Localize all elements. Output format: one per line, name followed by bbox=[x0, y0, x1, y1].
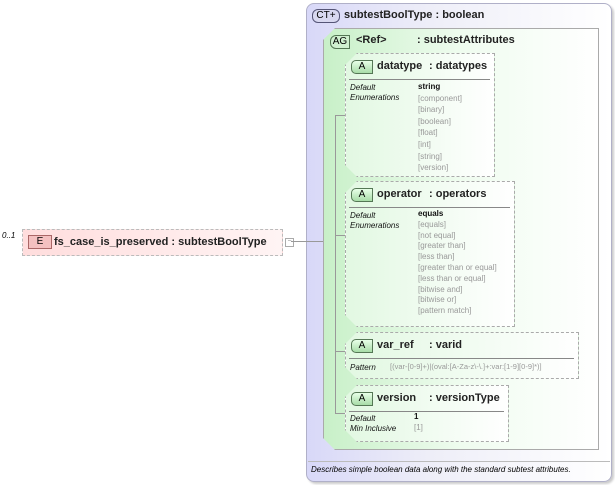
attribute-badge: A bbox=[351, 60, 373, 74]
connector bbox=[291, 241, 306, 242]
description: Describes simple boolean data along with… bbox=[311, 465, 571, 474]
enum-value: [pattern match] bbox=[418, 306, 472, 316]
attribute-type: : varid bbox=[429, 339, 463, 351]
enum-value: [component] bbox=[418, 93, 463, 103]
facet-label: Min Inclusive bbox=[350, 424, 397, 433]
attribute-group-type: : subtestAttributes bbox=[417, 34, 515, 46]
attribute-var-ref[interactable]: A var_ref : varid Pattern [(var-[0-9]+)|… bbox=[345, 332, 579, 379]
min-inclusive-value: [1] bbox=[414, 422, 423, 432]
attribute-badge: A bbox=[351, 392, 373, 406]
facet-label: Enumerations bbox=[350, 93, 400, 102]
enum-value: [float] bbox=[418, 128, 438, 138]
facet-label: Default bbox=[350, 83, 376, 92]
enum-value: [greater than or equal] bbox=[418, 262, 497, 272]
enum-value: [less than or equal] bbox=[418, 273, 486, 283]
attribute-name: datatype bbox=[377, 60, 423, 72]
facet-label: Pattern bbox=[350, 363, 376, 372]
default-value: 1 bbox=[414, 412, 419, 421]
attribute-group-ref: <Ref> bbox=[356, 34, 387, 46]
attribute-type: : versionType bbox=[429, 392, 500, 404]
enum-value: [bitwise and] bbox=[418, 284, 463, 294]
default-value: equals bbox=[418, 209, 444, 218]
attribute-type: : operators bbox=[429, 188, 487, 200]
element-badge: E bbox=[28, 235, 52, 249]
enum-value: [binary] bbox=[418, 105, 445, 115]
complex-type-badge: CT+ bbox=[312, 9, 340, 23]
attribute-group-badge: AG bbox=[330, 35, 350, 49]
attribute-datatype[interactable]: A datatype : datatypes Default Enumerati… bbox=[345, 53, 495, 177]
pattern-value: [(var-[0-9]+)|(oval:[A-Za-z\-\.]+:var:[1… bbox=[390, 362, 542, 371]
enum-value: [version] bbox=[418, 163, 449, 173]
facet-label: Default bbox=[350, 211, 376, 220]
enum-value: [not equal] bbox=[418, 230, 456, 240]
enum-value: [int] bbox=[418, 139, 431, 149]
attribute-name: var_ref bbox=[377, 339, 414, 351]
facet-label: Enumerations bbox=[350, 221, 400, 230]
enum-value: [string] bbox=[418, 151, 443, 161]
attribute-version[interactable]: A version : versionType Default Min Incl… bbox=[345, 385, 509, 442]
enum-value: [equals] bbox=[418, 219, 447, 229]
enum-value: [bitwise or] bbox=[418, 295, 457, 305]
attribute-name: version bbox=[377, 392, 417, 404]
attribute-badge: A bbox=[351, 188, 373, 202]
occurrence-label: 0..1 bbox=[2, 231, 16, 240]
enum-value: [less than] bbox=[418, 252, 455, 262]
attribute-name: operator bbox=[377, 188, 422, 200]
enum-value: [greater than] bbox=[418, 241, 466, 251]
enum-value: [boolean] bbox=[418, 116, 451, 126]
element-name: fs_case_is_preserved : subtestBoolType bbox=[54, 236, 267, 248]
attribute-operator[interactable]: A operator : operators Default Enumerati… bbox=[345, 181, 515, 327]
plus-icon: + bbox=[329, 10, 336, 21]
attribute-badge: A bbox=[351, 339, 373, 353]
collapse-icon[interactable]: − bbox=[285, 238, 294, 247]
attribute-type: : datatypes bbox=[429, 60, 488, 72]
facet-label: Default bbox=[350, 414, 376, 423]
default-value: string bbox=[418, 82, 441, 91]
complex-type-title: subtestBoolType : boolean bbox=[344, 9, 485, 21]
element-box[interactable]: E fs_case_is_preserved : subtestBoolType… bbox=[22, 229, 294, 256]
